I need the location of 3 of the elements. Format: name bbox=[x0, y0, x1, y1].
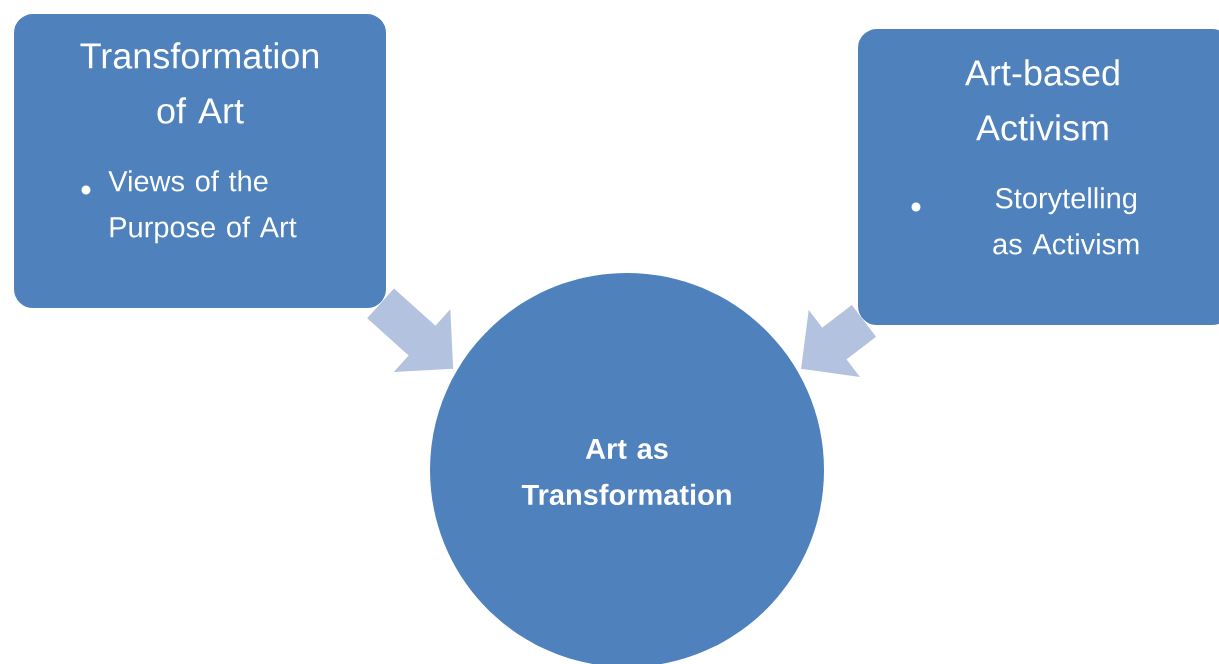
block-arrow bbox=[801, 305, 877, 378]
process-box: Art-based Activism Storytelling as Activism bbox=[856, 27, 1219, 327]
process-box: Transformation of Art Views of the Purpose of Art bbox=[12, 12, 388, 310]
